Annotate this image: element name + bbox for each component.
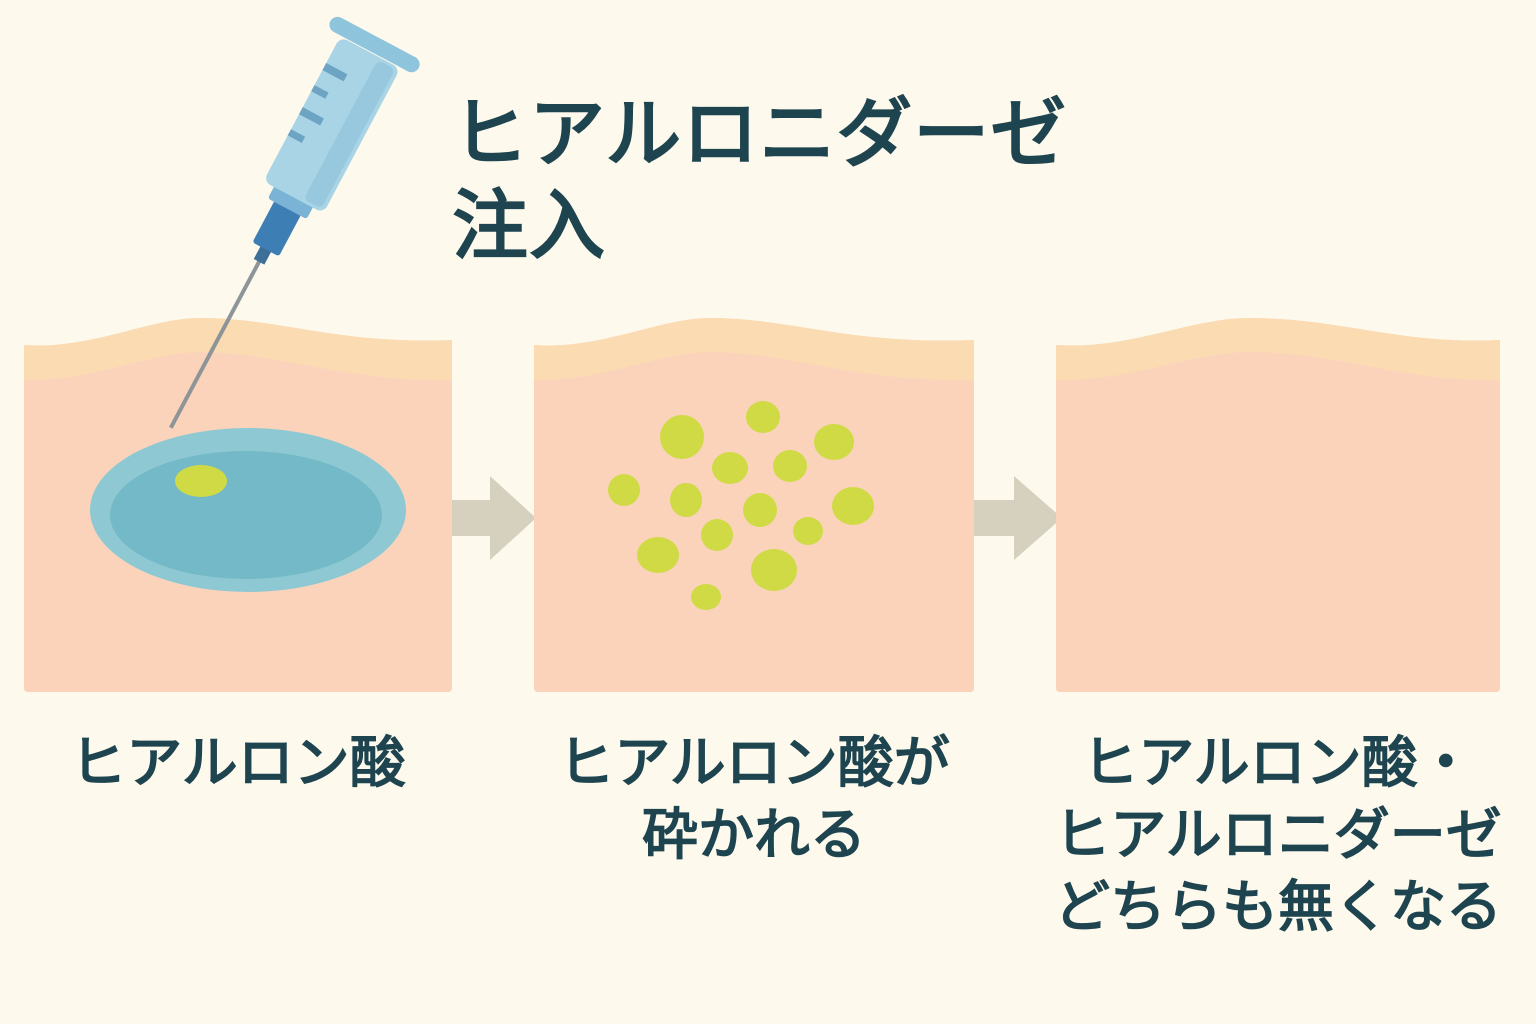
hyaluronic-acid-fragments <box>608 401 874 610</box>
fragment <box>660 415 704 459</box>
caption-line: ヒアルロン酸・ <box>1082 731 1474 796</box>
title-line-1: ヒアルロニダーゼ <box>452 89 1068 178</box>
caption-line: ヒアルロン酸が <box>558 731 950 796</box>
arrow-right-icon <box>974 476 1062 560</box>
skin-surface-2 <box>534 318 974 381</box>
skin-block-1 <box>24 318 452 692</box>
syringe-icon <box>169 16 420 429</box>
fragment <box>701 519 733 551</box>
fragment <box>832 487 874 525</box>
stage-1-caption: ヒアルロン酸 <box>24 728 452 800</box>
title: ヒアルロニダーゼ 注入 <box>452 88 1067 272</box>
syringe-flange <box>329 16 420 73</box>
syringe-graduation-3 <box>298 107 324 126</box>
syringe-barrel-shade <box>305 61 394 207</box>
fragment <box>793 517 823 545</box>
fragment <box>637 537 679 573</box>
fragment <box>743 493 777 527</box>
hyaluronidase-bolus-inner <box>110 451 382 579</box>
fragment <box>712 452 748 484</box>
stage-3-caption: ヒアルロン酸・ ヒアルロニダーゼ どちらも無くなる <box>1040 728 1516 944</box>
skin-surface-1 <box>24 318 452 381</box>
fragment <box>670 483 702 517</box>
syringe-graduation-2 <box>311 85 329 99</box>
fragment <box>608 474 640 506</box>
caption-line: ヒアルロン酸 <box>70 731 406 796</box>
caption-line: 砕かれる <box>642 803 866 868</box>
caption-line: ヒアルロニダーゼ <box>1054 803 1502 868</box>
fragment <box>773 450 807 482</box>
fragment <box>746 401 780 433</box>
syringe-neck <box>268 185 314 219</box>
syringe-graduation-1 <box>322 63 348 82</box>
fragment <box>751 549 797 591</box>
stage-2-caption: ヒアルロン酸が 砕かれる <box>534 728 974 872</box>
caption-line: どちらも無くなる <box>1054 875 1502 940</box>
title-line-2: 注入 <box>452 181 606 270</box>
syringe-hub <box>253 201 301 256</box>
skin-surface-3 <box>1056 318 1500 381</box>
fragment <box>814 424 854 460</box>
skin-tissue-3 <box>1056 318 1500 692</box>
arrow-right-icon <box>452 476 536 560</box>
syringe-needle <box>169 259 262 429</box>
hyaluronic-acid-remnant <box>175 465 227 497</box>
syringe-graduation-4 <box>287 129 306 143</box>
syringe-barrel <box>266 39 398 211</box>
fragment <box>691 584 721 610</box>
skin-block-2 <box>534 318 974 692</box>
skin-block-3 <box>1056 318 1500 692</box>
